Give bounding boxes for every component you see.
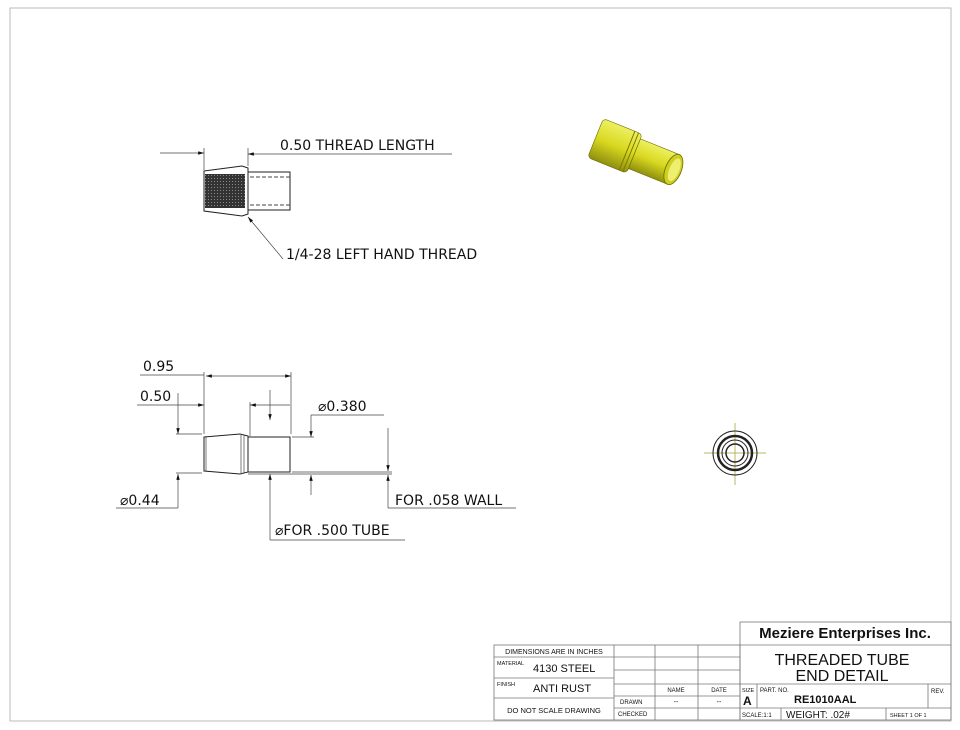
title-line-2: END DETAIL [795,668,888,685]
end-view [704,423,766,485]
part-no-label: PART. NO. [760,688,789,694]
finish-label: FINISH [497,682,515,688]
sheet-border [9,7,952,722]
wall-note: FOR .058 WALL [395,493,502,509]
thread-length-label: 0.50 THREAD LENGTH [280,138,435,154]
drawn-name: -- [674,699,679,706]
size-label: SIZE [742,688,755,694]
thread-section-dim: 0.50 [140,389,171,405]
title-block [493,621,952,721]
drawn-label: DRAWN [620,700,642,706]
sheet-value: SHEET 1 OF 1 [890,713,927,719]
material-label: MATERIAL [497,661,524,667]
drawn-date: -- [717,699,722,706]
rev-label: REV. [931,689,945,695]
size-value: A [743,694,752,708]
scale-note: DO NOT SCALE DRAWING [507,706,601,715]
title-block-text: DIMENSIONS ARE IN INCHES MATERIAL 4130 S… [497,625,945,721]
finish-value: ANTI RUST [533,683,591,695]
thread-view: 0.50 THREAD LENGTH 1/4-28 LEFT HAND THRE… [160,138,477,263]
part-no-value: RE1010AAL [794,694,857,706]
material-value: 4130 STEEL [533,663,595,675]
outer-diameter-dim: ⌀0.44 [120,493,160,509]
overall-length-dim: 0.95 [143,359,174,375]
thread-note: 1/4-28 LEFT HAND THREAD [286,247,477,263]
thread-hatch [205,174,245,208]
weight-value: WEIGHT: .02# [786,710,850,721]
company-name: Meziere Enterprises Inc. [759,625,931,642]
tube-note: ⌀FOR .500 TUBE [275,523,390,539]
title-line-1: THREADED TUBE [775,652,910,669]
date-header: DATE [711,688,727,694]
checked-label: CHECKED [618,712,648,718]
isometric-part-view [588,119,684,185]
tube-diameter-dim: ⌀0.380 [318,399,367,415]
side-view: 0.95 0.50 ⌀0.44 ⌀0.380 FOR .058 WALL ⌀FO… [116,359,516,541]
scale-value: SCALE:1:1 [742,713,772,719]
units-note: DIMENSIONS ARE IN INCHES [505,649,603,656]
name-header: NAME [667,688,684,694]
